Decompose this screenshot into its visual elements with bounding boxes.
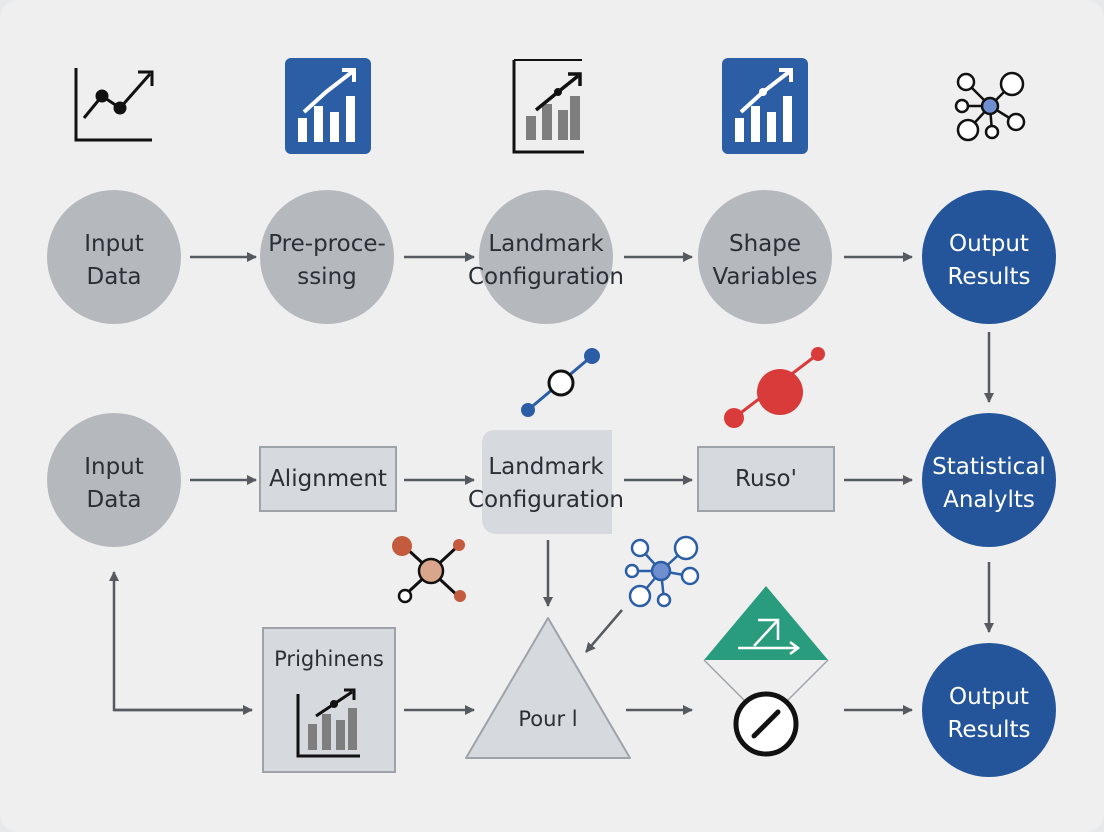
row3-output-results-node [922,643,1056,777]
row2-landmark-tab-shape [482,430,612,534]
label-line: Analylts [943,487,1035,513]
row1-preprocessing-node [260,190,394,324]
label-line: Statistical [932,454,1046,480]
green-triangle-icon [703,586,829,705]
row2-alignment-box [259,446,397,512]
network-hub-icon [624,535,700,608]
label-line: Ruso' [735,466,797,492]
row1-landmark-label: Landmark Configuration [456,228,636,294]
red-landmark-icon [724,347,825,428]
row1-output-results-label: Output Results [919,228,1059,294]
row2-landmark-label: Landmark Configuration [456,451,636,517]
framed-bar-chart-icon [512,59,584,154]
row3-pour-label: Pour l [488,703,608,736]
label-line: Input [84,231,144,257]
row1-preprocessing-label: Pre-proce- ssing [257,228,397,294]
row3-output-results-label: Output Results [919,681,1059,747]
molecule-icon [392,536,466,604]
label-line: Output [949,231,1029,257]
label-line: Configuration [468,487,624,513]
label-line: Pre-proce- [268,231,386,257]
row2-statistical-node [922,413,1056,547]
row1-input-data-label: Input Data [54,228,174,294]
label-line: Shape [728,231,802,257]
line-chart-icon [74,68,154,142]
row2-statistical-label: Statistical Analylts [914,451,1064,517]
label-line: Results [947,717,1031,743]
bar-chart-up-icon [722,58,808,154]
label-line: ssing [297,264,357,290]
arrow [585,609,623,653]
label-line: Pour l [518,707,578,731]
row2-input-data-label: Input Data [54,451,174,517]
row1-shape-variables-label: Shape Variables [695,228,835,294]
row1-input-data-node [47,190,181,324]
row1-output-results-node [922,190,1056,324]
framed-bar-chart-icon [296,688,360,758]
label-line: Output [949,684,1029,710]
network-hub-icon [954,71,1026,142]
row1-shape-variables-node [698,190,832,324]
row3-pour-triangle [465,617,631,759]
label-line: Data [86,264,142,290]
row2-ruso-box [697,446,835,512]
row1-landmark-node [479,190,613,324]
label-line: Input [84,454,144,480]
label-line: Alignment [269,466,387,492]
landmark-link-icon [521,348,600,417]
row2-ruso-label: Ruso' [698,463,834,496]
label-line: Data [86,487,142,513]
label-line: Variables [712,264,818,290]
label-line: Results [947,264,1031,290]
bar-chart-up-icon [285,58,371,154]
label-line: Landmark [488,454,604,480]
label-line: Configuration [468,264,624,290]
row2-alignment-label: Alignment [260,463,396,496]
row3-prighinens-label: Prighinens [263,643,395,676]
feedback-arrow [109,571,252,712]
label-line: Prighinens [274,647,384,671]
row2-input-data-node [47,413,181,547]
gauge-icon [733,691,799,757]
label-line: Landmark [488,231,604,257]
